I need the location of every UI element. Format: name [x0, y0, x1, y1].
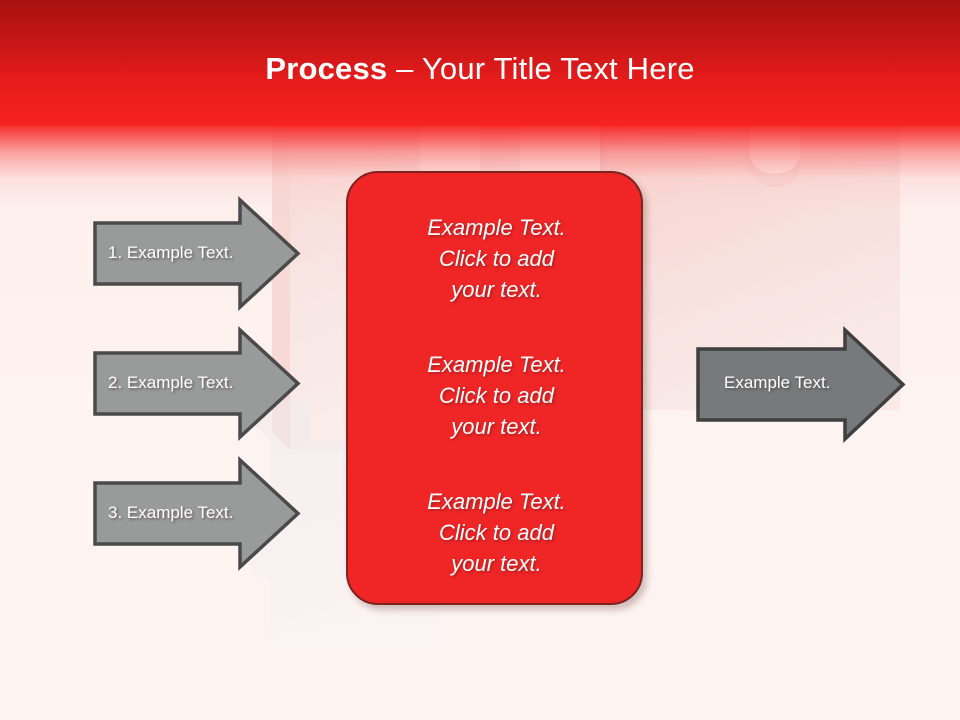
page-title-strong: Process — [265, 51, 388, 86]
center-paragraph-1-line-1: Example Text. — [427, 215, 566, 240]
center-paragraph-2-line-3: your text. — [451, 414, 542, 439]
page-title: Process – Your Title Text Here — [0, 50, 960, 88]
arrow-output-label: Example Text. — [724, 373, 831, 392]
center-paragraph-2-line-1: Example Text. — [427, 352, 566, 377]
center-paragraph-3-line-1: Example Text. — [427, 489, 566, 514]
center-paragraph-3: Example Text. Click to add your text. — [348, 486, 645, 579]
arrow-step-1[interactable]: 1. Example Text. — [92, 196, 302, 311]
center-content-panel[interactable]: Example Text. Click to add your text. Ex… — [346, 171, 643, 605]
center-paragraph-2: Example Text. Click to add your text. — [348, 349, 645, 442]
center-paragraph-1-line-2: Click to add — [439, 246, 554, 271]
center-paragraph-1-line-3: your text. — [451, 277, 542, 302]
page-title-rest: – Your Title Text Here — [387, 51, 695, 86]
header-band — [0, 0, 960, 126]
arrow-step-2[interactable]: 2. Example Text. — [92, 326, 302, 441]
center-content-text: Example Text. Click to add your text. Ex… — [348, 212, 645, 579]
arrow-output[interactable]: Example Text. — [695, 325, 907, 444]
center-paragraph-3-line-2: Click to add — [439, 520, 554, 545]
arrow-step-3-label: 3. Example Text. — [108, 503, 234, 522]
arrow-step-2-label: 2. Example Text. — [108, 373, 234, 392]
arrow-step-1-label: 1. Example Text. — [108, 243, 234, 262]
center-paragraph-2-line-2: Click to add — [439, 383, 554, 408]
center-paragraph-3-line-3: your text. — [451, 551, 542, 576]
arrow-step-3[interactable]: 3. Example Text. — [92, 456, 302, 571]
center-paragraph-1: Example Text. Click to add your text. — [348, 212, 645, 305]
